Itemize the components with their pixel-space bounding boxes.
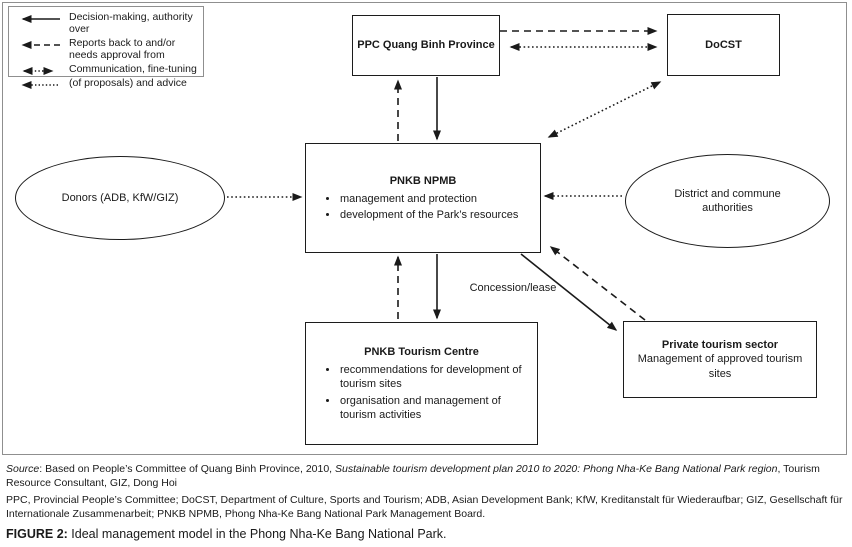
legend-row: (of proposals) and advice xyxy=(13,77,199,90)
bullet-item: development of the Park’s resources xyxy=(339,208,518,222)
legend-label: Communication, fine-tuning xyxy=(69,62,197,75)
legend: Decision-making, authority over Reports … xyxy=(8,6,204,89)
dotted-double-arrow-icon xyxy=(22,66,54,75)
node-ppc-quang-binh-province: PPC Quang Binh Province xyxy=(352,15,500,76)
node-pnkb-tourism-centre: PNKB Tourism Centre recommendations for … xyxy=(305,322,538,445)
bullet-item: recommendations for development of touri… xyxy=(339,363,529,392)
node-bullet-list: management and protection development of… xyxy=(306,190,518,223)
node-title: Donors (ADB, KfW/GIZ) xyxy=(61,191,179,204)
source-note: Source: Based on People’s Committee of Q… xyxy=(0,462,852,490)
node-district-commune-authorities: District and commune authorities xyxy=(625,154,830,248)
bullet-item: management and protection xyxy=(339,192,518,206)
node-pnkb-npmb: PNKB NPMB management and protection deve… xyxy=(305,143,541,253)
legend-label: Reports back to and/or needs approval fr… xyxy=(69,36,176,62)
figure-caption-text: Ideal management model in the Phong Nha-… xyxy=(67,527,447,541)
node-title: PNKB Tourism Centre xyxy=(364,345,479,358)
source-title-italic: Sustainable tourism development plan 201… xyxy=(335,463,778,475)
legend-label: Decision-making, authority over xyxy=(69,11,193,36)
source-text-suffix: , Tourism Resource Consultant, GIZ, Dong… xyxy=(6,463,820,490)
node-title: District and commune authorities xyxy=(674,187,781,214)
legend-label: (of proposals) and advice xyxy=(69,76,187,89)
node-docst: DoCST xyxy=(667,14,780,76)
concession-lease-label: Concession/lease xyxy=(469,282,557,294)
solid-left-arrow-icon xyxy=(21,15,60,23)
dotted-left-arrow-icon xyxy=(21,80,58,89)
source-text: : Based on People’s Committee of Quang B… xyxy=(39,463,336,475)
bullet-item: organisation and management of tourism a… xyxy=(339,394,529,423)
node-donors: Donors (ADB, KfW/GIZ) xyxy=(15,156,225,240)
node-title: PNKB NPMB xyxy=(389,174,457,187)
node-title: PPC Quang Binh Province xyxy=(357,39,495,52)
legend-row: Decision-making, authority over xyxy=(13,11,199,36)
figure-label: FIGURE 2: xyxy=(6,527,68,541)
source-word: Source xyxy=(6,463,40,475)
legend-row: Reports back to and/or needs approval fr… xyxy=(13,37,199,62)
dashed-left-arrow-icon xyxy=(21,40,60,49)
node-title: DoCST xyxy=(705,38,742,51)
node-subtitle: Management of approved tourism sites xyxy=(637,353,803,380)
abbreviations-note: PPC, Provincial People’s Committee; DoCS… xyxy=(6,494,843,521)
figure-caption: FIGURE 2: Ideal management model in the … xyxy=(0,527,852,541)
legend-row: Communication, fine-tuning xyxy=(13,63,199,76)
node-title: Private tourism sector xyxy=(661,339,779,352)
node-private-tourism-sector: Private tourism sector Management of app… xyxy=(623,321,817,398)
node-bullet-list: recommendations for development of touri… xyxy=(306,361,537,422)
